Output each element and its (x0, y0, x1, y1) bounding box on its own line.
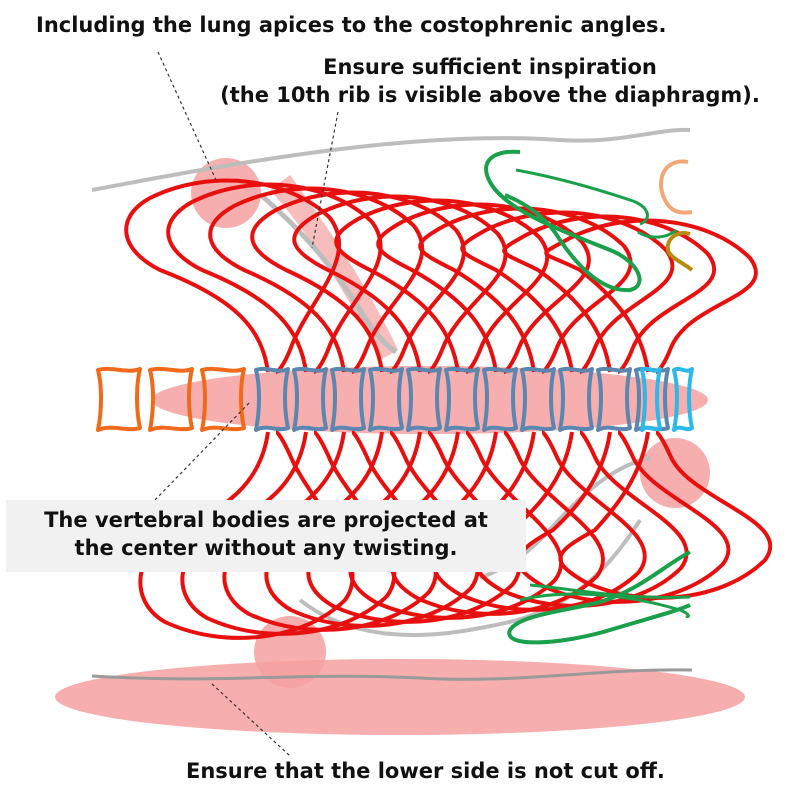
clavicle-upper (484, 149, 642, 293)
vertebra-thoracic (406, 366, 442, 432)
annotation-vertebral-box: The vertebral bodies are projected at th… (6, 500, 526, 572)
highlight-costophrenic-right (640, 438, 710, 508)
annotation-inspiration-line2: (the 10th rib is visible above the diaph… (220, 83, 760, 107)
rib-upper (334, 198, 550, 374)
annotation-vertebral-line2: the center without any twisting. (74, 536, 458, 560)
scapula-upper (260, 194, 398, 355)
rib-upper (208, 186, 425, 374)
vertebra-lumbar (148, 366, 194, 432)
rib-upper (376, 202, 591, 374)
annotation-apices: Including the lung apices to the costoph… (36, 13, 667, 37)
rib-upper (250, 190, 466, 374)
vertebral-column (96, 366, 694, 432)
rib-upper (460, 210, 675, 374)
leader-inspiration (311, 111, 339, 249)
annotation-lower-side: Ensure that the lower side is not cut of… (186, 759, 665, 783)
clavicle-lower-3 (519, 592, 690, 618)
vertebra-thoracic (254, 366, 290, 432)
vertebra-thoracic (444, 366, 480, 432)
rib-upper (544, 218, 758, 374)
rib-upper (292, 194, 508, 374)
vertebra-thoracic (520, 366, 556, 432)
vertebra-thoracic (558, 366, 594, 432)
rib-upper (418, 206, 633, 374)
annotation-vertebral-line1: The vertebral bodies are projected at (44, 508, 488, 532)
leader-lines (154, 51, 339, 757)
clavicle-upper-3 (637, 228, 678, 239)
highlight-spine (152, 366, 708, 434)
vertebra-thoracic (482, 366, 518, 432)
ear-outline-1 (659, 159, 693, 215)
annotation-inspiration: Ensure sufficient inspiration (the 10th … (220, 53, 760, 109)
leader-vertebral (154, 401, 251, 501)
upper-body-outline (91, 127, 691, 192)
rib-upper (166, 182, 383, 374)
vertebra-lumbar (200, 366, 246, 432)
clavicle-lower (507, 550, 691, 645)
rib-upper (124, 178, 342, 374)
clavicle-lower-2 (529, 583, 691, 600)
rib-upper (502, 214, 717, 374)
ear-outline-2 (665, 231, 694, 272)
vertebra-thoracic (330, 366, 366, 432)
vertebra-lumbar (96, 366, 142, 432)
vertebra-thoracic (368, 366, 404, 432)
rib-lower (516, 430, 731, 604)
vertebra-thoracic (596, 366, 632, 432)
vertebra-cervical (640, 366, 662, 432)
clavicle-upper-2 (515, 168, 649, 226)
annotation-inspiration-line1: Ensure sufficient inspiration (323, 55, 657, 79)
vertebra-thoracic (292, 366, 328, 432)
ribs-upper (124, 178, 758, 374)
vertebra-cervical (672, 366, 694, 432)
leader-apices (157, 51, 217, 181)
highlight-apex (191, 158, 261, 228)
lower-body-outline (91, 668, 693, 681)
